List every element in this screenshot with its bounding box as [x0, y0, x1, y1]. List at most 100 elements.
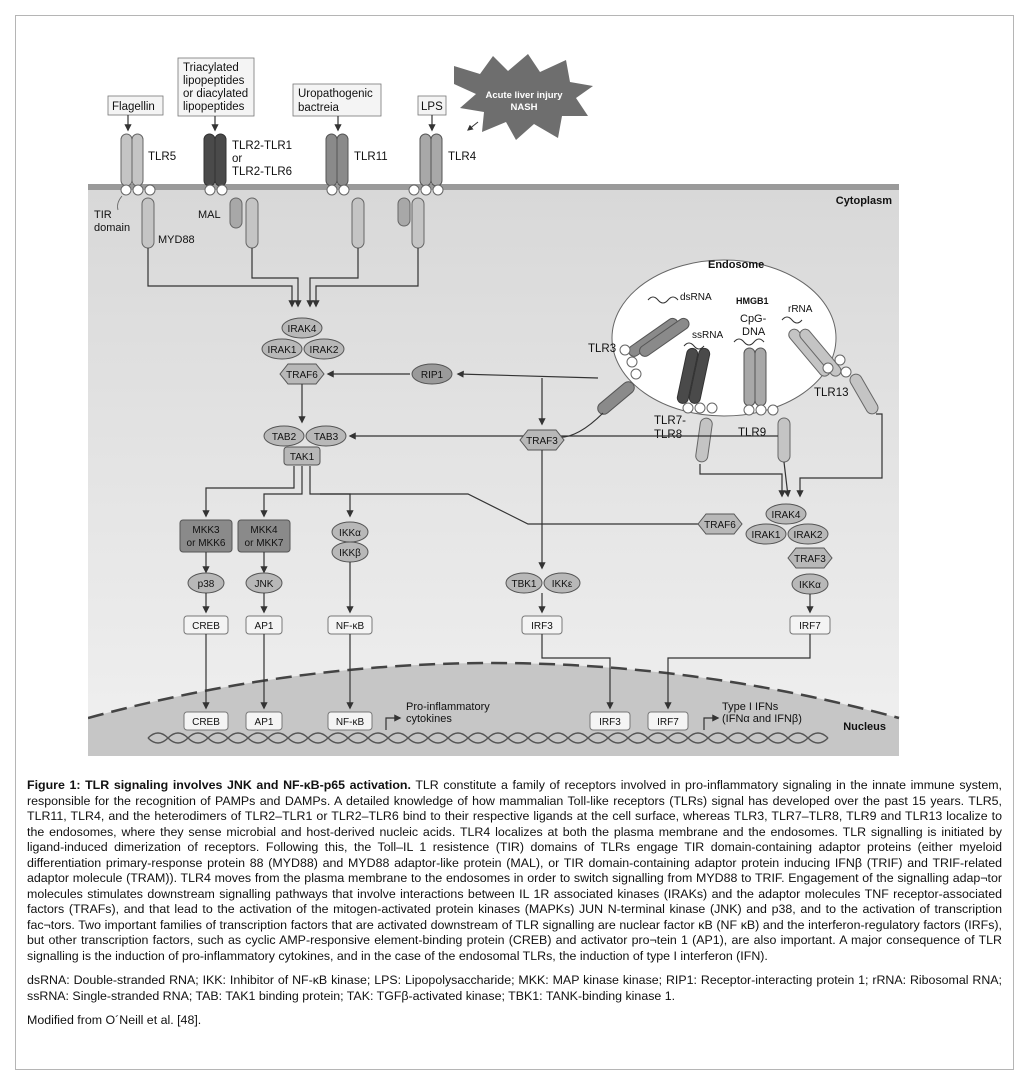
svg-text:IRF3: IRF3	[599, 717, 621, 728]
svg-text:TLR2-TLR6: TLR2-TLR6	[232, 166, 292, 178]
svg-text:Uropathogenic: Uropathogenic	[298, 88, 373, 100]
ligand-lipopeptides: Triacylated lipopeptides or diacylated l…	[177, 57, 255, 132]
svg-text:DNA: DNA	[742, 326, 766, 338]
node-irak1-right: IRAK1	[745, 523, 787, 545]
svg-text:lipopeptides: lipopeptides	[183, 75, 245, 87]
svg-text:MKK4: MKK4	[250, 525, 278, 536]
node-ikkb: IKKβ	[331, 541, 369, 563]
traf6r-to-tak1	[320, 493, 702, 525]
svg-text:IRF7: IRF7	[657, 717, 679, 728]
svg-text:p38: p38	[198, 579, 215, 590]
svg-text:MYD88: MYD88	[158, 234, 195, 246]
svg-text:IRF7: IRF7	[799, 621, 821, 632]
cytoplasm-label: Cytoplasm	[836, 195, 892, 207]
node-nfkb: NF-κB	[327, 615, 373, 635]
svg-text:domain: domain	[94, 222, 130, 234]
receptor-tlr4: TLR4	[408, 133, 477, 196]
adaptor-myd88: MYD88	[141, 197, 296, 308]
svg-text:Triacylated: Triacylated	[183, 62, 239, 74]
node-ap1: AP1	[245, 615, 283, 635]
svg-text:RIP1: RIP1	[421, 370, 444, 381]
node-irak2-right: IRAK2	[787, 523, 829, 545]
svg-text:AP1: AP1	[255, 621, 274, 632]
svg-text:IKKα: IKKα	[339, 528, 361, 539]
svg-text:IRAK1: IRAK1	[268, 345, 297, 356]
svg-text:JNK: JNK	[255, 579, 274, 590]
svg-text:IRF3: IRF3	[531, 621, 553, 632]
svg-text:IRAK4: IRAK4	[772, 510, 801, 521]
ifn-alpha-beta-label: (IFNα and IFNβ)	[722, 713, 802, 725]
svg-text:or MKK6: or MKK6	[187, 538, 226, 549]
svg-text:TAB3: TAB3	[314, 432, 339, 443]
receptor-tlr11: TLR11	[325, 133, 388, 196]
node-irak4-right: IRAK4	[765, 503, 807, 525]
svg-text:Acute liver injury: Acute liver injury	[485, 90, 563, 101]
svg-text:TLR7-: TLR7-	[654, 415, 686, 427]
node-traf3-right: TRAF3	[787, 547, 833, 569]
svg-text:TIR: TIR	[94, 209, 112, 221]
svg-text:MAL: MAL	[198, 209, 221, 221]
svg-text:IRAK4: IRAK4	[288, 324, 317, 335]
svg-text:MKK3: MKK3	[192, 525, 220, 536]
injury-starburst: Acute liver injury NASH	[454, 54, 593, 140]
svg-text:TAK1: TAK1	[290, 452, 315, 463]
node-traf6: TRAF6	[279, 363, 325, 385]
figure-caption: Figure 1: TLR signaling involves JNK and…	[27, 778, 1002, 1038]
node-jnk: JNK	[245, 572, 283, 594]
receptor-tlr2: TLR2-TLR1 or TLR2-TLR6	[203, 133, 292, 196]
node-rip1: RIP1	[411, 363, 453, 385]
svg-text:IRAK2: IRAK2	[310, 345, 339, 356]
svg-text:IKKβ: IKKβ	[339, 548, 361, 559]
nuc-creb: CREB	[183, 711, 229, 731]
svg-text:TRAF3: TRAF3	[794, 554, 826, 565]
svg-text:TBK1: TBK1	[511, 579, 536, 590]
receptor-tlr7-tlr8: TLR7- TLR8	[654, 347, 786, 498]
receptor-tlr9: TLR9	[738, 347, 791, 498]
source-note: Modified from O´Neill et al. [48].	[27, 1013, 202, 1027]
plasma-membrane	[88, 184, 899, 190]
svg-text:TLR8: TLR8	[654, 429, 682, 441]
svg-text:TLR9: TLR9	[738, 427, 766, 439]
tlr3-to-rip1-arrow	[456, 370, 599, 379]
svg-text:TRAF6: TRAF6	[286, 370, 318, 381]
svg-text:Flagellin: Flagellin	[112, 101, 155, 113]
node-p38: p38	[187, 572, 225, 594]
ligand-lps: LPS	[417, 95, 447, 132]
nuc-irf7: IRF7	[647, 711, 689, 731]
node-ikka-right: IKKα	[791, 573, 829, 595]
nuc-ap1: AP1	[245, 711, 283, 731]
node-tak1: TAK1	[283, 446, 321, 466]
node-irf3: IRF3	[521, 615, 563, 635]
node-irf7: IRF7	[789, 615, 831, 635]
receptor-tlr5: TLR5	[120, 133, 176, 196]
node-tab2: TAB2	[263, 425, 305, 447]
svg-text:rRNA: rRNA	[788, 304, 813, 315]
svg-text:HMGB1: HMGB1	[736, 296, 769, 306]
cytokines-label: cytokines	[406, 713, 452, 725]
svg-text:or diacylated: or diacylated	[183, 88, 248, 100]
adaptor-tlr4	[312, 197, 425, 308]
node-ikka: IKKα	[331, 521, 369, 543]
nuc-irf3: IRF3	[589, 711, 631, 731]
node-mkk4: MKK4 or MKK7	[237, 519, 291, 553]
node-tbk1: TBK1	[505, 572, 543, 594]
svg-text:NF-κB: NF-κB	[336, 717, 365, 728]
caption-paragraph: Figure 1: TLR signaling involves JNK and…	[27, 778, 1002, 964]
pro-inflammatory-label: Pro-inflammatory	[406, 701, 490, 713]
svg-text:AP1: AP1	[255, 717, 274, 728]
svg-text:lipopeptides: lipopeptides	[183, 101, 245, 113]
adaptor-tlr11	[306, 197, 365, 308]
svg-text:IKKα: IKKα	[799, 580, 821, 591]
svg-text:or MKK7: or MKK7	[245, 538, 284, 549]
tak1-branch-mkk3	[202, 466, 295, 518]
svg-text:CREB: CREB	[192, 621, 220, 632]
svg-text:TLR5: TLR5	[148, 151, 176, 163]
dna-helix	[147, 732, 829, 744]
tak1-branch-mkk4	[260, 466, 303, 518]
svg-text:TLR13: TLR13	[814, 387, 849, 399]
svg-text:TRAF3: TRAF3	[526, 436, 558, 447]
receptor-tlr3: TLR3	[541, 317, 690, 440]
svg-text:LPS: LPS	[421, 101, 443, 113]
caption-title: Figure 1: TLR signaling involves JNK and…	[27, 778, 411, 792]
svg-text:TLR4: TLR4	[448, 151, 477, 163]
